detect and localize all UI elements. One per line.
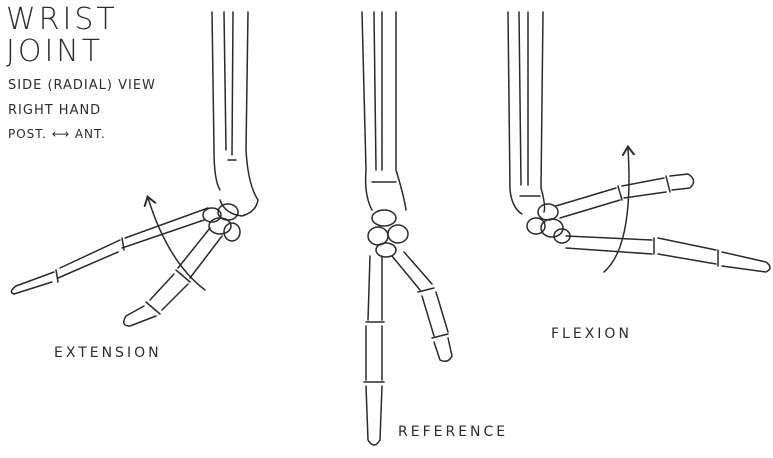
carpal-bones-right [527,204,570,243]
upper-finger-extended [11,208,208,294]
hand-caption: RIGHT HAND [8,103,101,118]
title-line-1: WRIST [6,2,118,37]
lower-finger-flexed [566,236,770,272]
view-caption: SIDE (RADIAL) VIEW [8,78,156,93]
upper-finger-flexed [556,174,694,218]
flexion-label: FLEXION [551,326,632,342]
flexion-arrow [604,148,629,272]
back-finger-bent [392,252,452,361]
axis-caption: POST. ⟷ ANT. [8,127,106,141]
reference-label: REFERENCE [398,424,508,440]
extension-label: EXTENSION [54,345,162,361]
title-line-2: JOINT [6,34,103,69]
front-finger-straight [364,256,384,445]
forearm-bones-center [362,12,406,210]
forearm-bones-left [212,12,258,216]
reference-figure [362,12,452,445]
flexion-figure [508,12,770,272]
forearm-bones-right [508,12,545,214]
carpal-bones-center [368,210,408,257]
